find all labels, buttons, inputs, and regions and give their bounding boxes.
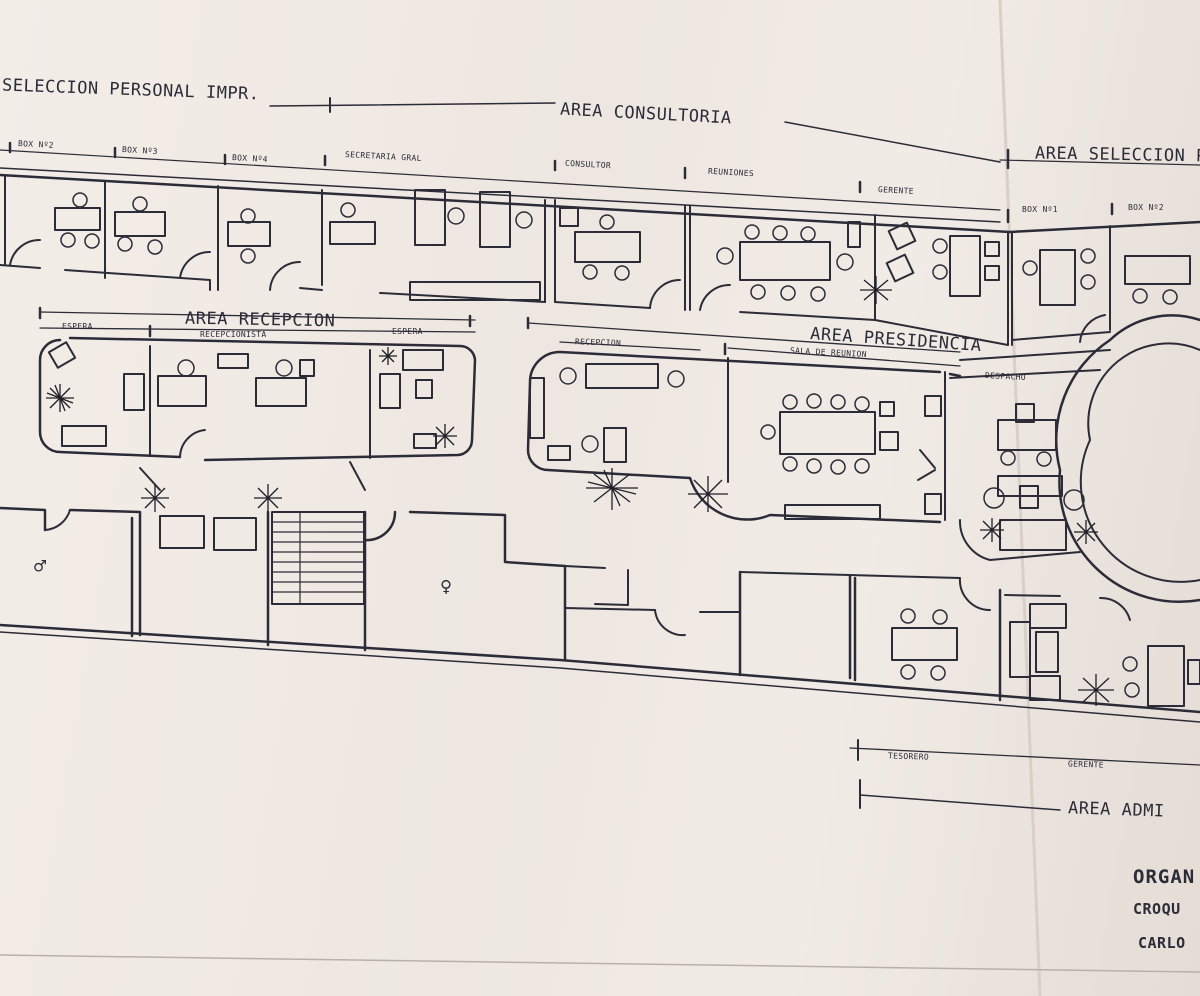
area-administracion-label: AREA ADMI bbox=[1067, 798, 1165, 822]
title-block-line1: ORGAN bbox=[1133, 866, 1196, 888]
room-recepcion-pres-label: RECEPCION bbox=[574, 337, 622, 348]
male-restroom-icon: ♂ bbox=[34, 554, 47, 578]
room-recepcionista-label: RECEPCIONISTA bbox=[200, 330, 267, 339]
room-gerente-top-label: GERENTE bbox=[877, 185, 915, 196]
room-box2-right-label: BOX Nº2 bbox=[1128, 203, 1164, 212]
room-box3-label: BOX Nº3 bbox=[121, 145, 159, 156]
room-espera-left-label: ESPERA bbox=[62, 322, 93, 331]
area-seleccion-p-label: AREA SELECCION P bbox=[1034, 143, 1200, 167]
room-box2-label: BOX Nº2 bbox=[17, 139, 55, 150]
room-box1-right-label: BOX Nº1 bbox=[1022, 205, 1058, 214]
room-tesorero-label: TESORERO bbox=[887, 751, 930, 762]
area-recepcion-label: AREA RECEPCION bbox=[184, 308, 336, 332]
room-gerente-bottom-label: GERENTE bbox=[1067, 759, 1104, 770]
title-block-line2: CROQU bbox=[1133, 900, 1181, 918]
title-block-line3: CARLO bbox=[1138, 934, 1186, 952]
room-espera-right-label: ESPERA bbox=[392, 327, 423, 336]
female-restroom-icon: ♀ bbox=[440, 574, 453, 598]
room-box4-label: BOX Nº4 bbox=[231, 153, 269, 164]
